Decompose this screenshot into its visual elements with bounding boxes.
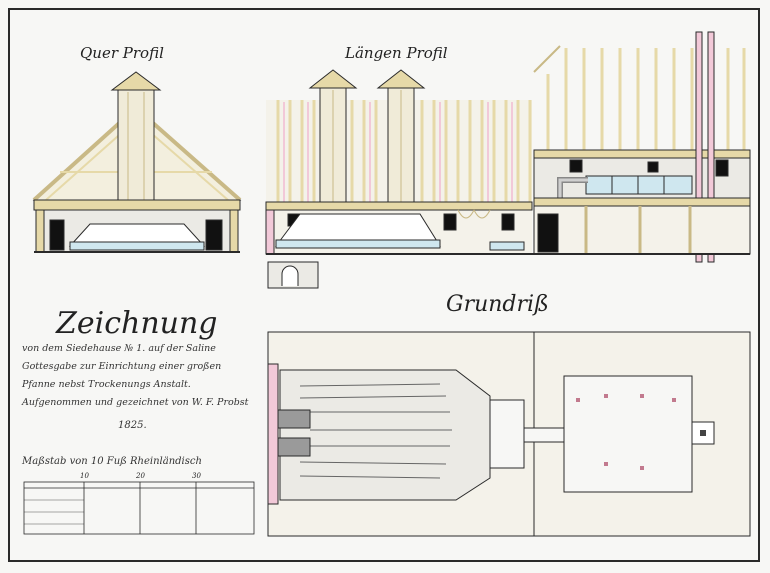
scale-label: Maßstab von 10 Fuß Rheinländisch	[22, 456, 202, 467]
legend-heading: Zeichnung	[56, 306, 218, 341]
scale-bar	[23, 481, 255, 535]
long-section-title: Längen Profil	[345, 44, 448, 62]
floor-plan-title: Grundriß	[446, 292, 549, 317]
legend-line-3: Pfanne nebst Trockenungs Anstalt.	[22, 379, 191, 390]
cross-section-drawing	[32, 71, 242, 253]
sheet-border	[8, 8, 760, 562]
floor-plan-drawing	[267, 331, 751, 537]
scale-tick-20: 20	[136, 472, 145, 480]
legend-line-1: von dem Siedehause № 1. auf der Saline	[22, 343, 216, 354]
legend-line-2: Gottesgabe zur Einrichtung einer großen	[22, 361, 222, 372]
long-section-drawing	[265, 31, 751, 289]
legend-line-4: Aufgenommen und gezeichnet von W. F. Pro…	[22, 397, 249, 408]
cross-section-title: Quer Profil	[80, 44, 164, 62]
scale-tick-10: 10	[80, 472, 89, 480]
scale-tick-30: 30	[192, 472, 201, 480]
legend-year: 1825.	[118, 420, 147, 431]
